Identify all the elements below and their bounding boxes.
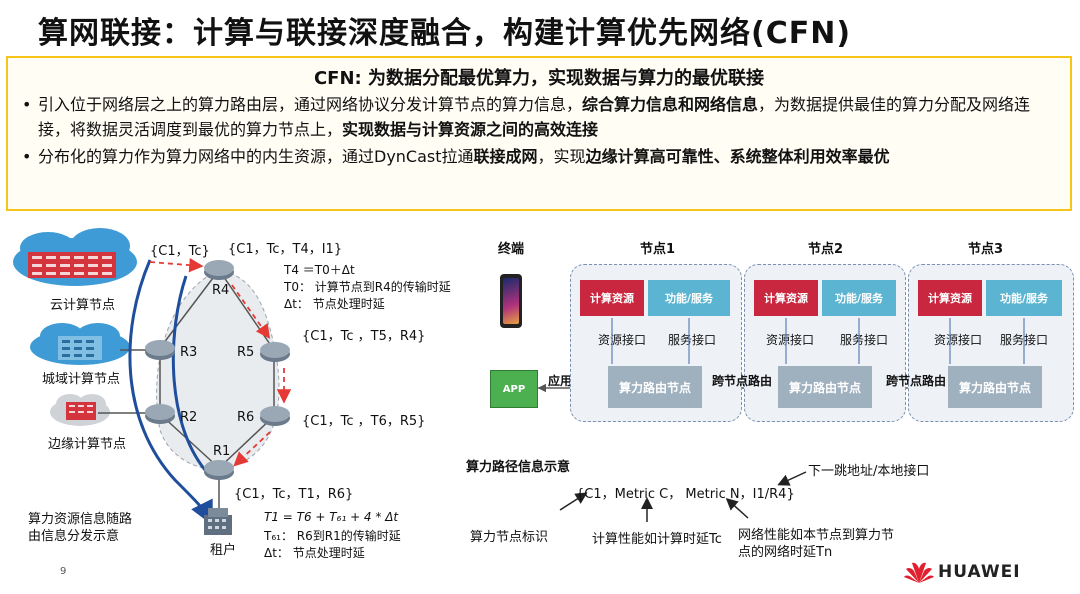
router-r4 bbox=[204, 260, 234, 280]
node1-router: 算力路由节点 bbox=[608, 366, 702, 408]
node3-function-service: 功能/服务 bbox=[986, 280, 1062, 316]
page-number: 9 bbox=[60, 566, 67, 577]
page-title: 算网联接：计算与联接深度融合，构建计算优先网络(CFN) bbox=[38, 16, 852, 51]
node3-compute-resource: 计算资源 bbox=[918, 280, 982, 316]
router-r6 bbox=[260, 406, 290, 426]
node1-res-iface: 资源接口 bbox=[598, 333, 647, 347]
note-line-2: 由信息分发示意 bbox=[28, 529, 120, 544]
bullet-dot: • bbox=[22, 95, 32, 114]
terminal-label: 终端 bbox=[498, 242, 525, 257]
node1-svc-iface: 服务接口 bbox=[668, 333, 717, 347]
node2-function-service: 功能/服务 bbox=[822, 280, 896, 316]
summary-box: CFN: 为数据分配最优算力，实现数据与算力的最优联接 • 引入位于网络层之上的… bbox=[6, 56, 1072, 211]
summary-heading: CFN: 为数据分配最优算力，实现数据与算力的最优联接 bbox=[313, 68, 765, 89]
metro-compute-node bbox=[30, 323, 130, 365]
bullet-1-bold-2: 实现数据与计算资源之间的高效连接 bbox=[342, 120, 599, 139]
bullet-1: • 引入位于网络层之上的算力路由层，通过网络协议分发计算节点的算力信息，综合算力… bbox=[22, 92, 1056, 142]
cloud-compute-node bbox=[13, 228, 137, 286]
router-r1-label: R1 bbox=[213, 444, 231, 459]
node2-svc-iface: 服务接口 bbox=[840, 333, 889, 347]
node1-compute-resource: 计算资源 bbox=[580, 280, 644, 316]
compute-perf-label: 计算性能如计算时延Tc bbox=[592, 532, 722, 547]
tenant-label: 租户 bbox=[210, 543, 237, 558]
bullet-2-text-1: 分布化的算力作为算力网络中的内生资源，通过DynCast拉通 bbox=[38, 147, 474, 166]
note-line-1: 算力资源信息随路 bbox=[28, 512, 133, 527]
router-r5 bbox=[260, 342, 290, 362]
path-info-title: 算力路径信息示意 bbox=[466, 460, 571, 475]
brand-name: HUAWEI bbox=[938, 562, 1021, 582]
node1-label: 节点1 bbox=[640, 242, 676, 257]
bullet-2-bold-2: 边缘计算高可靠性、系统整体利用效率最优 bbox=[585, 147, 890, 166]
router-r3-label: R3 bbox=[180, 345, 198, 360]
router-r6-label: R6 bbox=[237, 410, 255, 425]
node3-label: 节点3 bbox=[968, 242, 1004, 257]
edge-compute-node bbox=[50, 394, 110, 426]
node2-res-iface: 资源接口 bbox=[766, 333, 815, 347]
bullet-2: • 分布化的算力作为算力网络中的内生资源，通过DynCast拉通联接成网，实现边… bbox=[22, 144, 1056, 169]
node3-res-iface: 资源接口 bbox=[934, 333, 983, 347]
tenant-building bbox=[204, 508, 232, 535]
router-r2-label: R2 bbox=[180, 410, 198, 425]
node-id-label: 算力节点标识 bbox=[470, 530, 549, 545]
bullet-2-text-2: ，实现 bbox=[537, 147, 586, 166]
node1-function-service: 功能/服务 bbox=[648, 280, 730, 316]
net-perf-label-1: 网络性能如本节点到算力节 bbox=[738, 528, 895, 543]
metro-node-label: 城域计算节点 bbox=[42, 372, 121, 387]
r1-dt-desc: Δt： 节点处理时延 bbox=[264, 546, 365, 560]
node2-router: 算力路由节点 bbox=[778, 366, 872, 408]
node3-svc-iface: 服务接口 bbox=[1000, 333, 1049, 347]
node2-compute-resource: 计算资源 bbox=[754, 280, 818, 316]
bullet-dot: • bbox=[22, 147, 32, 166]
bullet-1-text-2: ，为数据提供最佳的算力分配及网络连接，将数据灵活调度到最优的算力节点上， bbox=[38, 95, 1031, 139]
edge-node-label: 边缘计算节点 bbox=[48, 437, 127, 452]
node2-label: 节点2 bbox=[808, 242, 844, 257]
path-info-tuple: {C1，Metric C， Metric N，I1/R4} bbox=[576, 487, 795, 502]
msg-r1: {C1，Tc，T1，R6} bbox=[234, 487, 354, 502]
r4-formula: T4 ＝T0＋Δt bbox=[284, 263, 355, 277]
app-box: APP bbox=[490, 370, 538, 408]
cross-route-label-2: 跨节点路由 bbox=[886, 374, 947, 388]
router-r4-label: R4 bbox=[212, 283, 230, 298]
huawei-logo-icon bbox=[904, 562, 934, 583]
msg-cloud: {C1，Tc} bbox=[150, 244, 210, 259]
cross-route-label-1: 跨节点路由 bbox=[712, 374, 773, 388]
msg-r4: {C1，Tc，T4，I1} bbox=[228, 242, 343, 257]
router-r2 bbox=[145, 404, 175, 424]
bullet-1-text-1: 引入位于网络层之上的算力路由层，通过网络协议分发计算节点的算力信息， bbox=[38, 95, 583, 114]
router-r5-label: R5 bbox=[237, 345, 255, 360]
cloud-node-label: 云计算节点 bbox=[50, 298, 116, 313]
bullet-2-bold-1: 联接成网 bbox=[473, 147, 538, 166]
bullet-1-bold-1: 综合算力信息和网络信息 bbox=[582, 95, 759, 114]
msg-r5: {C1，Tc ，T5，R4} bbox=[302, 329, 426, 344]
r1-t61-desc: T₆₁： R6到R1的传输时延 bbox=[264, 529, 401, 543]
router-r1 bbox=[204, 460, 234, 480]
net-perf-label-2: 点的网络时延Tn bbox=[738, 545, 833, 560]
router-r3 bbox=[145, 340, 175, 360]
r4-dt-desc: Δt： 节点处理时延 bbox=[284, 297, 385, 311]
next-hop-label: 下一跳地址/本地接口 bbox=[808, 464, 930, 479]
r1-formula: T1 = T6 + T₆₁ + 4 * Δt bbox=[264, 510, 399, 524]
phone-icon bbox=[500, 274, 522, 328]
node3-router: 算力路由节点 bbox=[948, 366, 1042, 408]
r4-t0-desc: T0： 计算节点到R4的传输时延 bbox=[284, 280, 451, 294]
msg-r6: {C1，Tc ，T6，R5} bbox=[302, 414, 426, 429]
